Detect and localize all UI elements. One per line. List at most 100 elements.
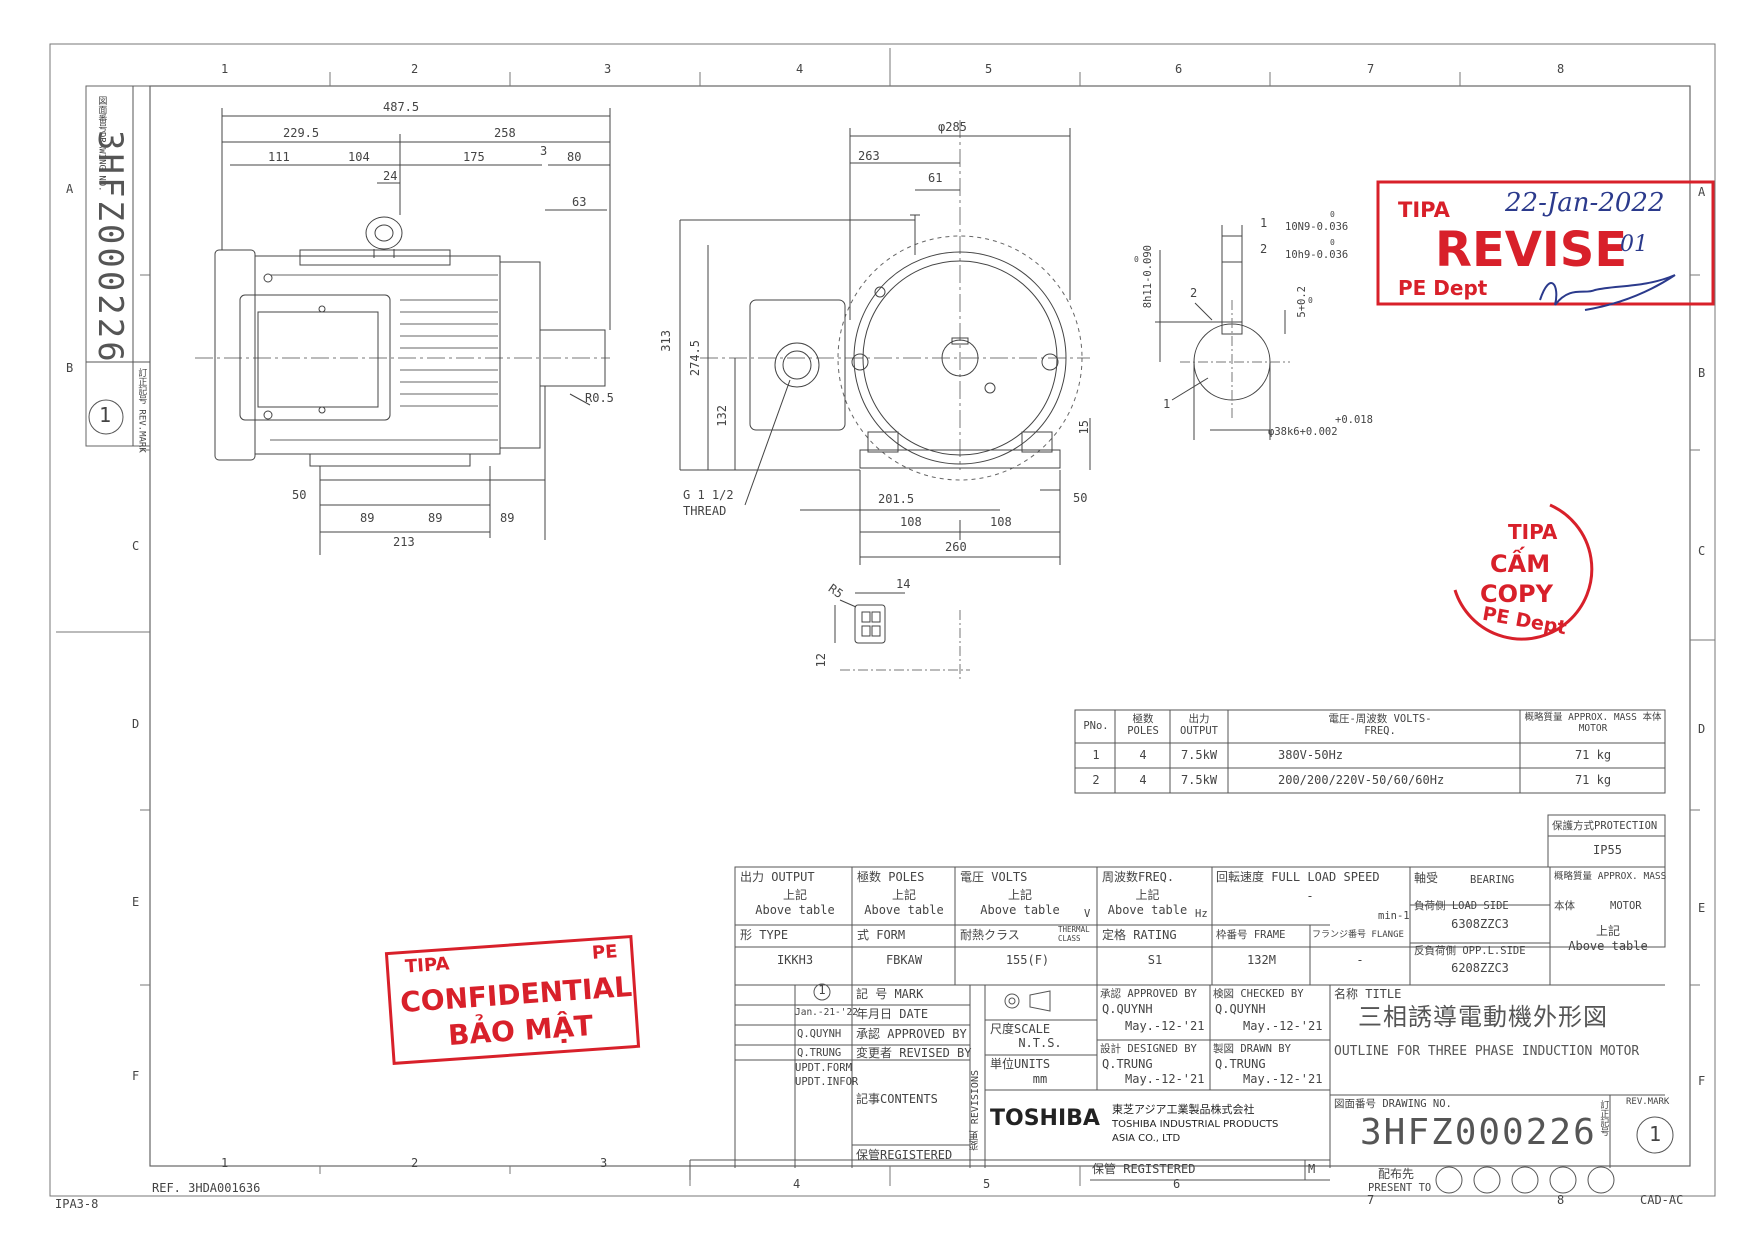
row-B: B: [66, 361, 74, 375]
pno-row2-output: 7.5kW: [1180, 773, 1218, 787]
col-bottom-6: 6: [1173, 1177, 1181, 1191]
scale-label: 尺度SCALE: [990, 1022, 1051, 1036]
row-right-C: C: [1698, 544, 1706, 558]
side-rev-mark: 1: [99, 403, 112, 427]
dim-132: 132: [715, 405, 729, 427]
title-jp: 三相誘導電動機外形図: [1358, 1003, 1608, 1031]
dim-89-b: 89: [428, 511, 443, 525]
sheet-size: IPA3-8: [55, 1197, 99, 1211]
col-5: 5: [985, 62, 993, 76]
spec-poles-label: 極数 POLES: [857, 870, 925, 884]
terminal-w14: 14: [896, 577, 911, 591]
dim-487-5: 487.5: [383, 100, 420, 114]
revise-stamp-number: 01: [1620, 232, 1648, 257]
spec-volts-value2: Above table: [980, 903, 1060, 917]
size-mark: M: [1308, 1162, 1316, 1176]
pno-row2-volts: 200/200/220V-50/60/60Hz: [1278, 773, 1445, 787]
spec-thermal-label: 耐熱クラス: [960, 928, 1020, 942]
spec-mass-value1: 上記: [1595, 924, 1620, 938]
rev-updt-form: UPDT.FORM: [795, 1062, 852, 1074]
spec-mass-label: 概略質量 APPROX. MASS: [1554, 871, 1667, 882]
company-logo: TOSHIBA: [990, 1106, 1100, 1131]
row-E: E: [132, 895, 140, 909]
shaft-callout-1: 1: [1163, 397, 1171, 411]
col-3: 3: [604, 62, 612, 76]
dim-274-5: 274.5: [688, 340, 702, 377]
spec-freq-unit: Hz: [1195, 908, 1208, 920]
col-bottom-1: 1: [221, 1156, 229, 1170]
pno-row1-mass: 71 kg: [1574, 748, 1612, 762]
pno-row1-poles: 4: [1139, 748, 1147, 762]
pno-row2-pno: 2: [1092, 773, 1100, 787]
drawn-label: 製図 DRAWN BY: [1213, 1043, 1291, 1055]
spec-mass-value2: Above table: [1568, 939, 1648, 953]
shaft-k-dim: 5+0.2: [1296, 286, 1308, 318]
row-right-E: E: [1698, 901, 1706, 915]
spec-rating-value: S1: [1147, 953, 1163, 967]
dim-89-a: 89: [360, 511, 375, 525]
spec-speed-unit: min-1: [1378, 910, 1410, 922]
side-drawing-no: 3HFZ000226: [90, 130, 131, 365]
rev-contents-label: 記事CONTENTS: [856, 1092, 938, 1106]
shaft-key1-top: 0: [1330, 210, 1335, 219]
pno-row2-mass: 71 kg: [1574, 773, 1612, 787]
spec-flange-value: -: [1356, 953, 1364, 967]
row-D: D: [132, 717, 140, 731]
side-drawing-no-box: [85, 85, 151, 447]
row-right-F: F: [1698, 1074, 1706, 1088]
shaft-callout-2-a: 2: [1260, 242, 1268, 256]
signature: [1539, 274, 1676, 311]
spec-bearing-label: 軸受: [1414, 871, 1439, 885]
rev-mark-value: 1: [818, 983, 826, 997]
nocopy-stamp-company: TIPA: [1508, 520, 1558, 544]
title-drawing-no: 3HFZ000226: [1360, 1112, 1597, 1153]
approved-date: May.-12-'21: [1125, 1019, 1205, 1033]
checked-date: May.-12-'21: [1243, 1019, 1323, 1033]
designed-name: Q.TRUNG: [1102, 1057, 1153, 1071]
terminal-detail-view: [834, 592, 970, 680]
nocopy-stamp-line1: CẤM: [1490, 550, 1551, 578]
confidential-stamp-border: [384, 934, 641, 1065]
spec-volts-unit: V: [1084, 908, 1091, 920]
shaft-dia: φ38k6+0.002: [1268, 426, 1338, 438]
designed-label: 設計 DESIGNED BY: [1100, 1043, 1197, 1055]
pno-header-pno: PNo.: [1083, 720, 1109, 732]
approved-name: Q.QUYNH: [1102, 1002, 1153, 1016]
col-bottom-2: 2: [411, 1156, 419, 1170]
rev-revised-value: Q.TRUNG: [797, 1047, 842, 1059]
dim-111: 111: [268, 150, 290, 164]
dim-24: 24: [383, 169, 398, 183]
ref-drawing: REF. 3HDA001636: [152, 1181, 261, 1195]
dim-258: 258: [494, 126, 516, 140]
revise-stamp-border: [1376, 180, 1715, 306]
dim-260: 260: [945, 540, 967, 554]
nocopy-stamp-border: [1453, 503, 1594, 641]
dim-thread-label: THREAD: [683, 504, 727, 518]
confidential-stamp-dept: PE: [591, 941, 619, 964]
pno-header-output: 出力 OUTPUT: [1180, 713, 1218, 738]
spec-frame-value: 132M: [1247, 953, 1276, 967]
revise-stamp-word: REVISE: [1435, 222, 1628, 278]
shaft-h-top: 0: [1134, 255, 1139, 264]
dim-thread: G 1 1/2: [683, 488, 734, 502]
rev-registered-label: 保管REGISTERED: [856, 1148, 953, 1162]
spec-mass-motor: 本体: [1554, 900, 1575, 912]
spec-opp-side-label: 反負荷側 OPP.L.SIDE: [1414, 945, 1526, 957]
dim-50: 50: [292, 488, 307, 502]
shaft-key1-tol: 10N9-0.036: [1285, 221, 1349, 233]
row-right-B: B: [1698, 366, 1706, 380]
present-en: PRESENT TO: [1368, 1182, 1432, 1194]
pno-row1-volts: 380V-50Hz: [1278, 748, 1344, 762]
spec-volts-label: 電圧 VOLTS: [960, 870, 1028, 884]
dim-80: 80: [567, 150, 582, 164]
col-bottom-5: 5: [983, 1177, 991, 1191]
scale-value: N.T.S.: [1018, 1036, 1062, 1050]
spec-poles-value1: 上記: [891, 888, 916, 902]
drawn-date: May.-12-'21: [1243, 1072, 1323, 1086]
spec-opp-side-value: 6208ZZC3: [1451, 961, 1509, 975]
spec-thermal-label2: THERMAL CLASS: [1058, 925, 1090, 943]
dim-15: 15: [1077, 420, 1091, 435]
spec-freq-value1: 上記: [1135, 888, 1160, 902]
rev-revised-label: 変更者 REVISED BY: [856, 1046, 972, 1060]
dim-229-5: 229.5: [283, 126, 320, 140]
